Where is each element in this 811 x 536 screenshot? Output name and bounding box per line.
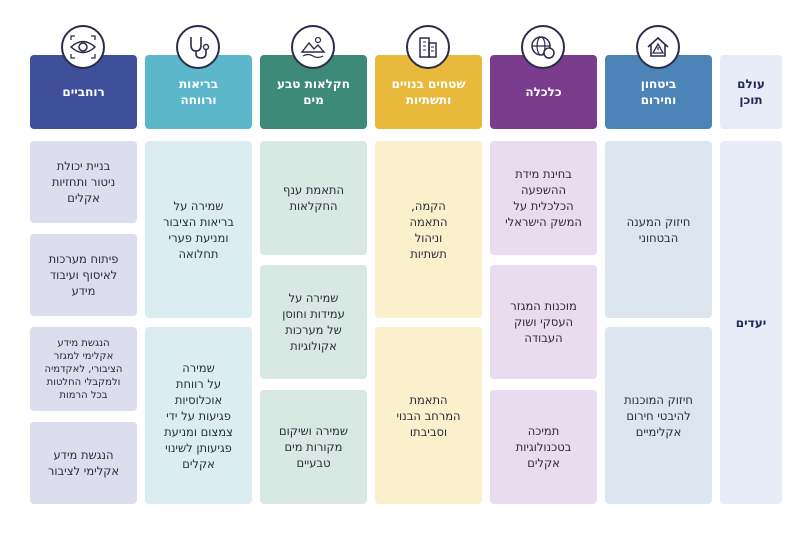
economy-goal-2: מוכנות המגזר העסקי ושוק העבודה [490,265,597,379]
crosscutting-goal-3: הנגשת מידע אקלימי למגזר הציבורי, לאקדמיה… [30,327,137,411]
crosscutting-goal-1-text: בניית יכולת ניטור ותחזיות אקלים [51,159,116,205]
header-nature-title: חקלאות טבע מים [276,77,351,107]
stethoscope-icon [176,25,220,69]
buildings-icon [406,25,450,69]
built-goal-2: התאמת המרחב הבנוי וסביבתו [375,327,482,504]
header-economy-title: כלכלה [525,85,562,99]
built-goal-2-text: התאמת המרחב הבנוי וסביבתו [396,392,461,439]
crosscutting-goal-4-text: הנגשת מידע אקלימי לציבור [47,448,120,478]
crosscutting-goal-2-text: פיתוח מערכות לאיסוף ועיבוד מידע [48,252,119,298]
health-goal-1-text: שמירה על בריאות הציבור ומניעת פערי תחלוא… [163,198,234,261]
built-goal-1: הקמה, התאמה וניהול תשתיות [375,141,482,318]
health-goal-2-text: שמירה על רווחת אוכלוסיות פגיעות על ידי צ… [164,360,233,471]
economy-goal-1: בחינת מידת ההשפעה הכלכלית על המשק הישראל… [490,141,597,255]
crosscutting-goal-4: הנגשת מידע אקלימי לציבור [30,422,137,504]
header-crosscutting-title: רוחביים [62,85,105,99]
eye-target-icon [61,25,105,69]
nature-goal-3-text: שמירה ושיקום מקורות מים טבעיים [279,424,348,470]
header-security-title: ביטחון וחירום [640,77,677,107]
economy-goal-3-text: תמיכה בטכנולוגיות אקלים [515,424,572,470]
nature-goal-1: התאמת ענף החקלאות [260,141,367,255]
nature-landscape-icon [291,25,335,69]
security-goal-2-text: חיזוק המוכנות להיבטי חירום אקלימיים [624,392,693,439]
shield-house-alert-icon [636,25,680,69]
economy-goal-1-text: בחינת מידת ההשפעה הכלכלית על המשק הישראל… [505,167,582,229]
header-health-title: בריאות ורווחה [178,77,219,107]
economy-goal-2-text: מוכנות המגזר העסקי ושוק העבודה [510,299,577,345]
security-goal-2: חיזוק המוכנות להיבטי חירום אקלימיים [605,327,712,504]
nature-goal-2-text: שמירה על עמידות וחוסן של מערכות אקולוגיו… [282,291,345,353]
security-goal-1: חיזוק המענה הבטחוני [605,141,712,318]
header-built-title: שטחים בנויים ותשתיות [391,77,466,107]
crosscutting-goal-1: בניית יכולת ניטור ותחזיות אקלים [30,141,137,223]
nature-goal-2: שמירה על עמידות וחוסן של מערכות אקולוגיו… [260,265,367,379]
row-label-header: עולם תוכן [720,55,782,129]
globe-coin-icon [521,25,565,69]
header-economy: כלכלה [490,55,597,129]
health-goal-2: שמירה על רווחת אוכלוסיות פגיעות על ידי צ… [145,327,252,504]
health-goal-1: שמירה על בריאות הציבור ומניעת פערי תחלוא… [145,141,252,318]
crosscutting-goal-2: פיתוח מערכות לאיסוף ועיבוד מידע [30,234,137,316]
crosscutting-goal-3-text: הנגשת מידע אקלימי למגזר הציבורי, לאקדמיה… [44,337,123,401]
nature-goal-3: שמירה ושיקום מקורות מים טבעיים [260,390,367,504]
row-label-goals-text: יעדים [735,315,767,330]
row-label-header-text: עולם תוכן [737,77,765,107]
row-label-goals: יעדים [720,141,782,504]
security-goal-1-text: חיזוק המענה הבטחוני [626,214,691,245]
built-goal-1-text: הקמה, התאמה וניהול תשתיות [409,198,448,261]
economy-goal-3: תמיכה בטכנולוגיות אקלים [490,390,597,504]
nature-goal-1-text: התאמת ענף החקלאות [283,183,344,213]
